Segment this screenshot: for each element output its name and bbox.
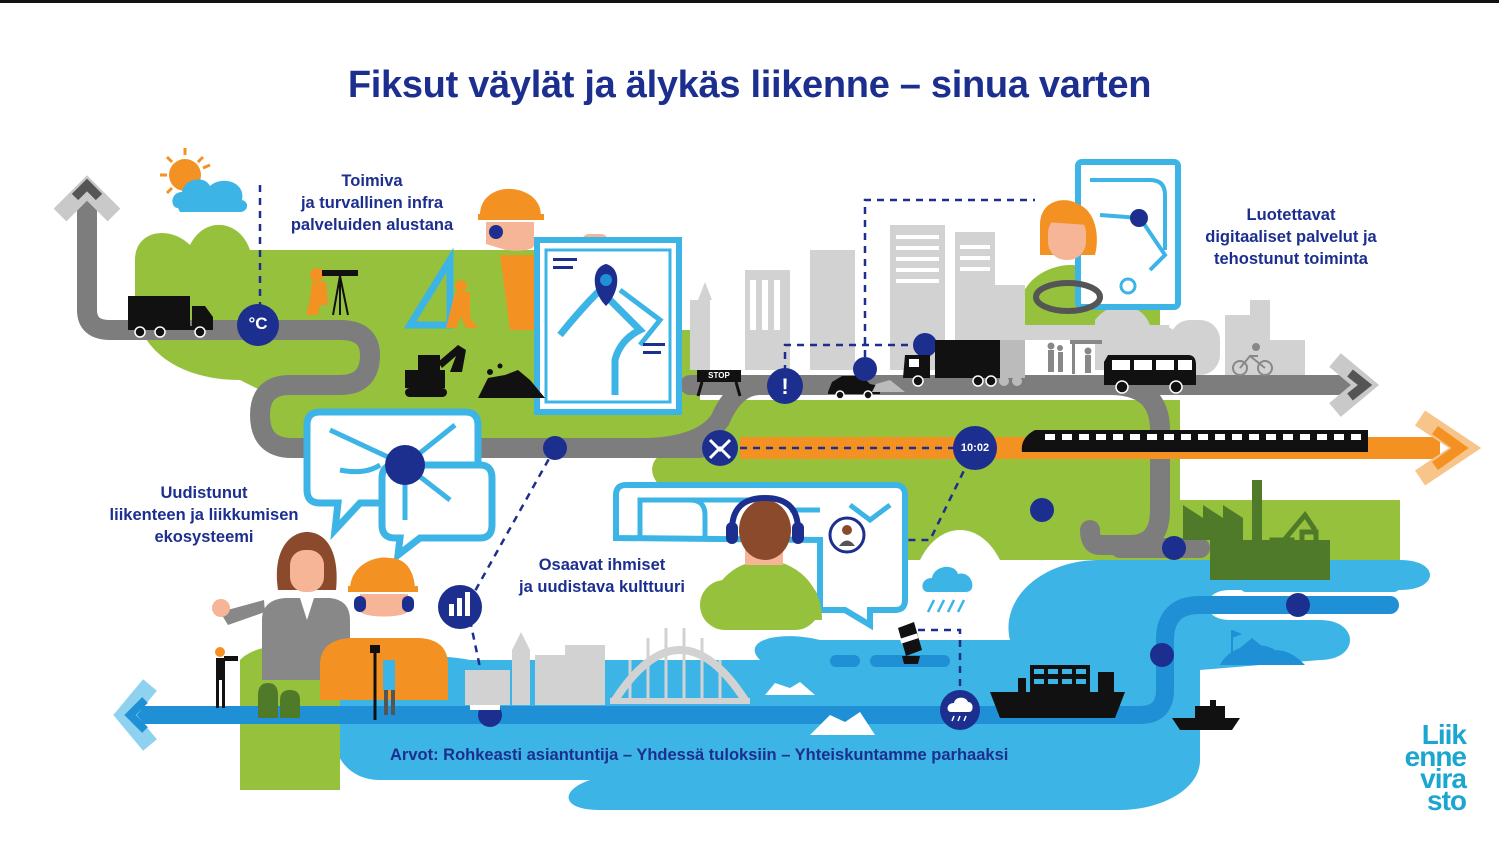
island-house-icon: [1220, 630, 1305, 665]
values-statement: Arvot: Rohkeasti asiantuntija – Yhdessä …: [390, 746, 1009, 764]
logo-line: sto: [1427, 785, 1467, 816]
cargo-ship-icon: [990, 665, 1125, 718]
node-dot: [543, 436, 567, 460]
clock-badge-circle: [953, 426, 997, 470]
caption-people: Osaavat ihmiset ja uudistava kulttuuri: [496, 554, 708, 598]
small-surveyor-icon: [215, 647, 238, 708]
caption-line: ja turvallinen infra: [300, 194, 444, 212]
ecosystem-map-bubbles: [303, 408, 496, 563]
building-windows: [750, 235, 990, 330]
driver-person-icon: [1005, 200, 1170, 340]
logo-icon: Liik enne vira sto: [1376, 719, 1467, 816]
bus-icon: [1104, 355, 1196, 394]
node-dot: [853, 357, 877, 381]
customer-service-icon: [613, 482, 908, 631]
caption-line: digitaaliset palvelut ja: [1205, 228, 1377, 246]
node-dot: [1150, 643, 1174, 667]
caption-line: ekosysteemi: [154, 528, 254, 546]
caption-infra: Toimiva ja turvallinen infra palveluiden…: [262, 170, 482, 236]
weather-badge-cloud-icon: [947, 697, 973, 712]
map-board: [534, 237, 682, 415]
triangle-ruler-icon: [403, 247, 478, 329]
construction-worker-icon: [320, 557, 448, 720]
sun-cloud-icon: [160, 148, 248, 212]
bushes: [258, 683, 300, 718]
warning-badge-circle: [767, 368, 803, 404]
caption-line: Uudistunut: [160, 484, 248, 502]
warning-badge-label: !: [781, 374, 789, 399]
train-icon: [1021, 430, 1368, 452]
water-area: [332, 560, 1430, 810]
caption-line: tehostunut toiminta: [1214, 250, 1368, 268]
caption-ecosystem: Uudistunut liikenteen ja liikkumisen eko…: [86, 482, 322, 548]
surveyor-binoculars-icon: [306, 268, 358, 316]
buoy-icon: [898, 622, 922, 664]
stop-barrier-icon: [696, 370, 742, 397]
clock-badge-label: 10:02: [960, 442, 990, 454]
tablet-map-icon: [1075, 159, 1181, 310]
logo-line: vira: [1420, 763, 1467, 794]
caption-line: liikenteen ja liikkumisen: [109, 506, 299, 524]
node-dot: [1286, 593, 1310, 617]
logo-line: enne: [1404, 741, 1467, 772]
node-dot: [913, 333, 937, 357]
temperature-badge-circle: [237, 304, 279, 346]
small-boat-icon: [1172, 700, 1240, 730]
lorry-icon: [903, 340, 1025, 387]
rain-cloud-icon: [922, 566, 973, 613]
page-title: Fiksut väylät ja älykäs liikenne – sinua…: [347, 64, 1152, 106]
crossing-icon: [708, 438, 732, 460]
bar-chart-icon: [449, 592, 470, 616]
caption-line: palveluiden alustana: [290, 216, 454, 234]
caption-line: ja uudistava kulttuuri: [519, 578, 685, 596]
caption-line: Luotettavat: [1246, 206, 1336, 224]
truck-icon: [128, 296, 213, 338]
temperature-badge-label: °C: [248, 314, 268, 333]
ice-floes: [470, 682, 875, 735]
bus-stop-people-icon: [1047, 340, 1102, 374]
crane-icon: [1269, 510, 1319, 555]
bridge-icon: [610, 628, 750, 704]
cyclist-icon: [1232, 343, 1273, 376]
car-icon: [828, 376, 905, 400]
caption-digital: Luotettavat digitaaliset palvelut ja teh…: [1180, 204, 1402, 270]
stop-sign-label: STOP: [708, 371, 730, 380]
excavator-icon: [405, 345, 545, 398]
logo-line: Liik: [1421, 719, 1467, 750]
node-dot: [1162, 536, 1186, 560]
old-town-buildings: [465, 632, 605, 705]
caption-line: Toimiva: [341, 172, 403, 190]
caption-line: Osaavat ihmiset: [538, 556, 666, 574]
node-dot: [1030, 498, 1054, 522]
